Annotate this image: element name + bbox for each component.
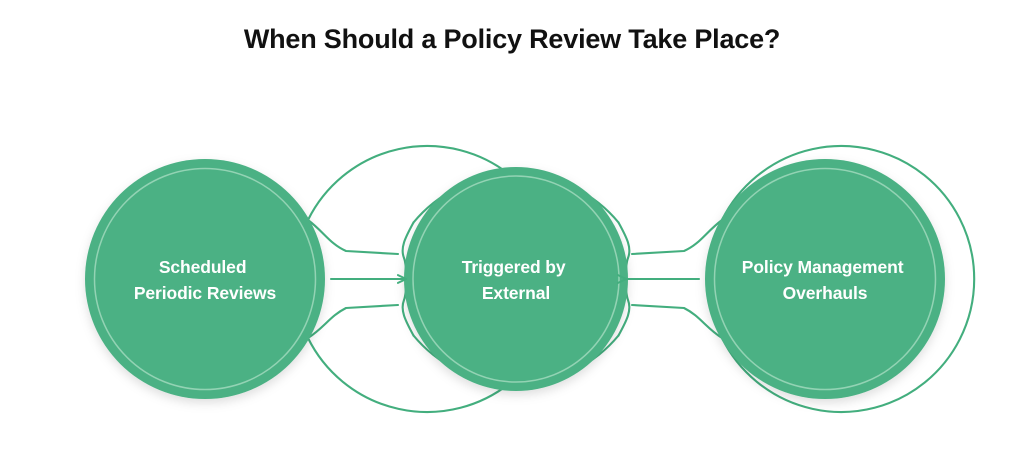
node-policy-management-overhauls[interactable]: Policy Management Overhauls bbox=[630, 145, 976, 413]
node-3-ring-tail-lower bbox=[630, 303, 724, 340]
page-title: When Should a Policy Review Take Place? bbox=[243, 24, 781, 54]
node-2-disc bbox=[404, 167, 628, 391]
node-3-inner-ring bbox=[713, 167, 937, 391]
node-3-ring-tail-upper bbox=[630, 218, 724, 256]
node-1-disc bbox=[85, 159, 325, 399]
node-triggered-by-external[interactable]: Triggered by External bbox=[401, 167, 631, 391]
node-1-ring-tail-upper bbox=[306, 218, 400, 256]
node-1-label: Scheduled Periodic Reviews bbox=[134, 257, 277, 303]
node-3-label: Policy Management Overhauls bbox=[742, 257, 908, 303]
node-2-label: Triggered by External bbox=[462, 257, 571, 303]
node-scheduled-periodic-reviews[interactable]: Scheduled Periodic Reviews bbox=[85, 145, 562, 413]
node-1-inner-ring bbox=[93, 167, 317, 391]
node-1-ring-tail-lower bbox=[306, 303, 400, 340]
node-3-disc bbox=[705, 159, 945, 399]
node-3-outer-ring bbox=[720, 145, 976, 413]
